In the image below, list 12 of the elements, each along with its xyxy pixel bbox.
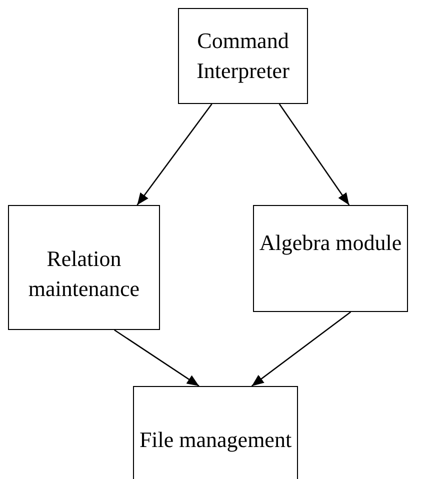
box-label: File management: [139, 426, 292, 454]
arrow: [136, 104, 212, 206]
process-box: [8, 205, 160, 330]
arrow: [278, 104, 350, 206]
box-label: Relation maintenance: [27, 245, 141, 303]
box-label: Algebra module: [259, 229, 402, 257]
arrow: [114, 329, 200, 387]
process-box: [133, 386, 298, 479]
process-box: [253, 205, 408, 312]
process-box: [178, 8, 308, 104]
arrow: [251, 311, 352, 387]
box-label: Command Interpreter: [196, 27, 290, 85]
